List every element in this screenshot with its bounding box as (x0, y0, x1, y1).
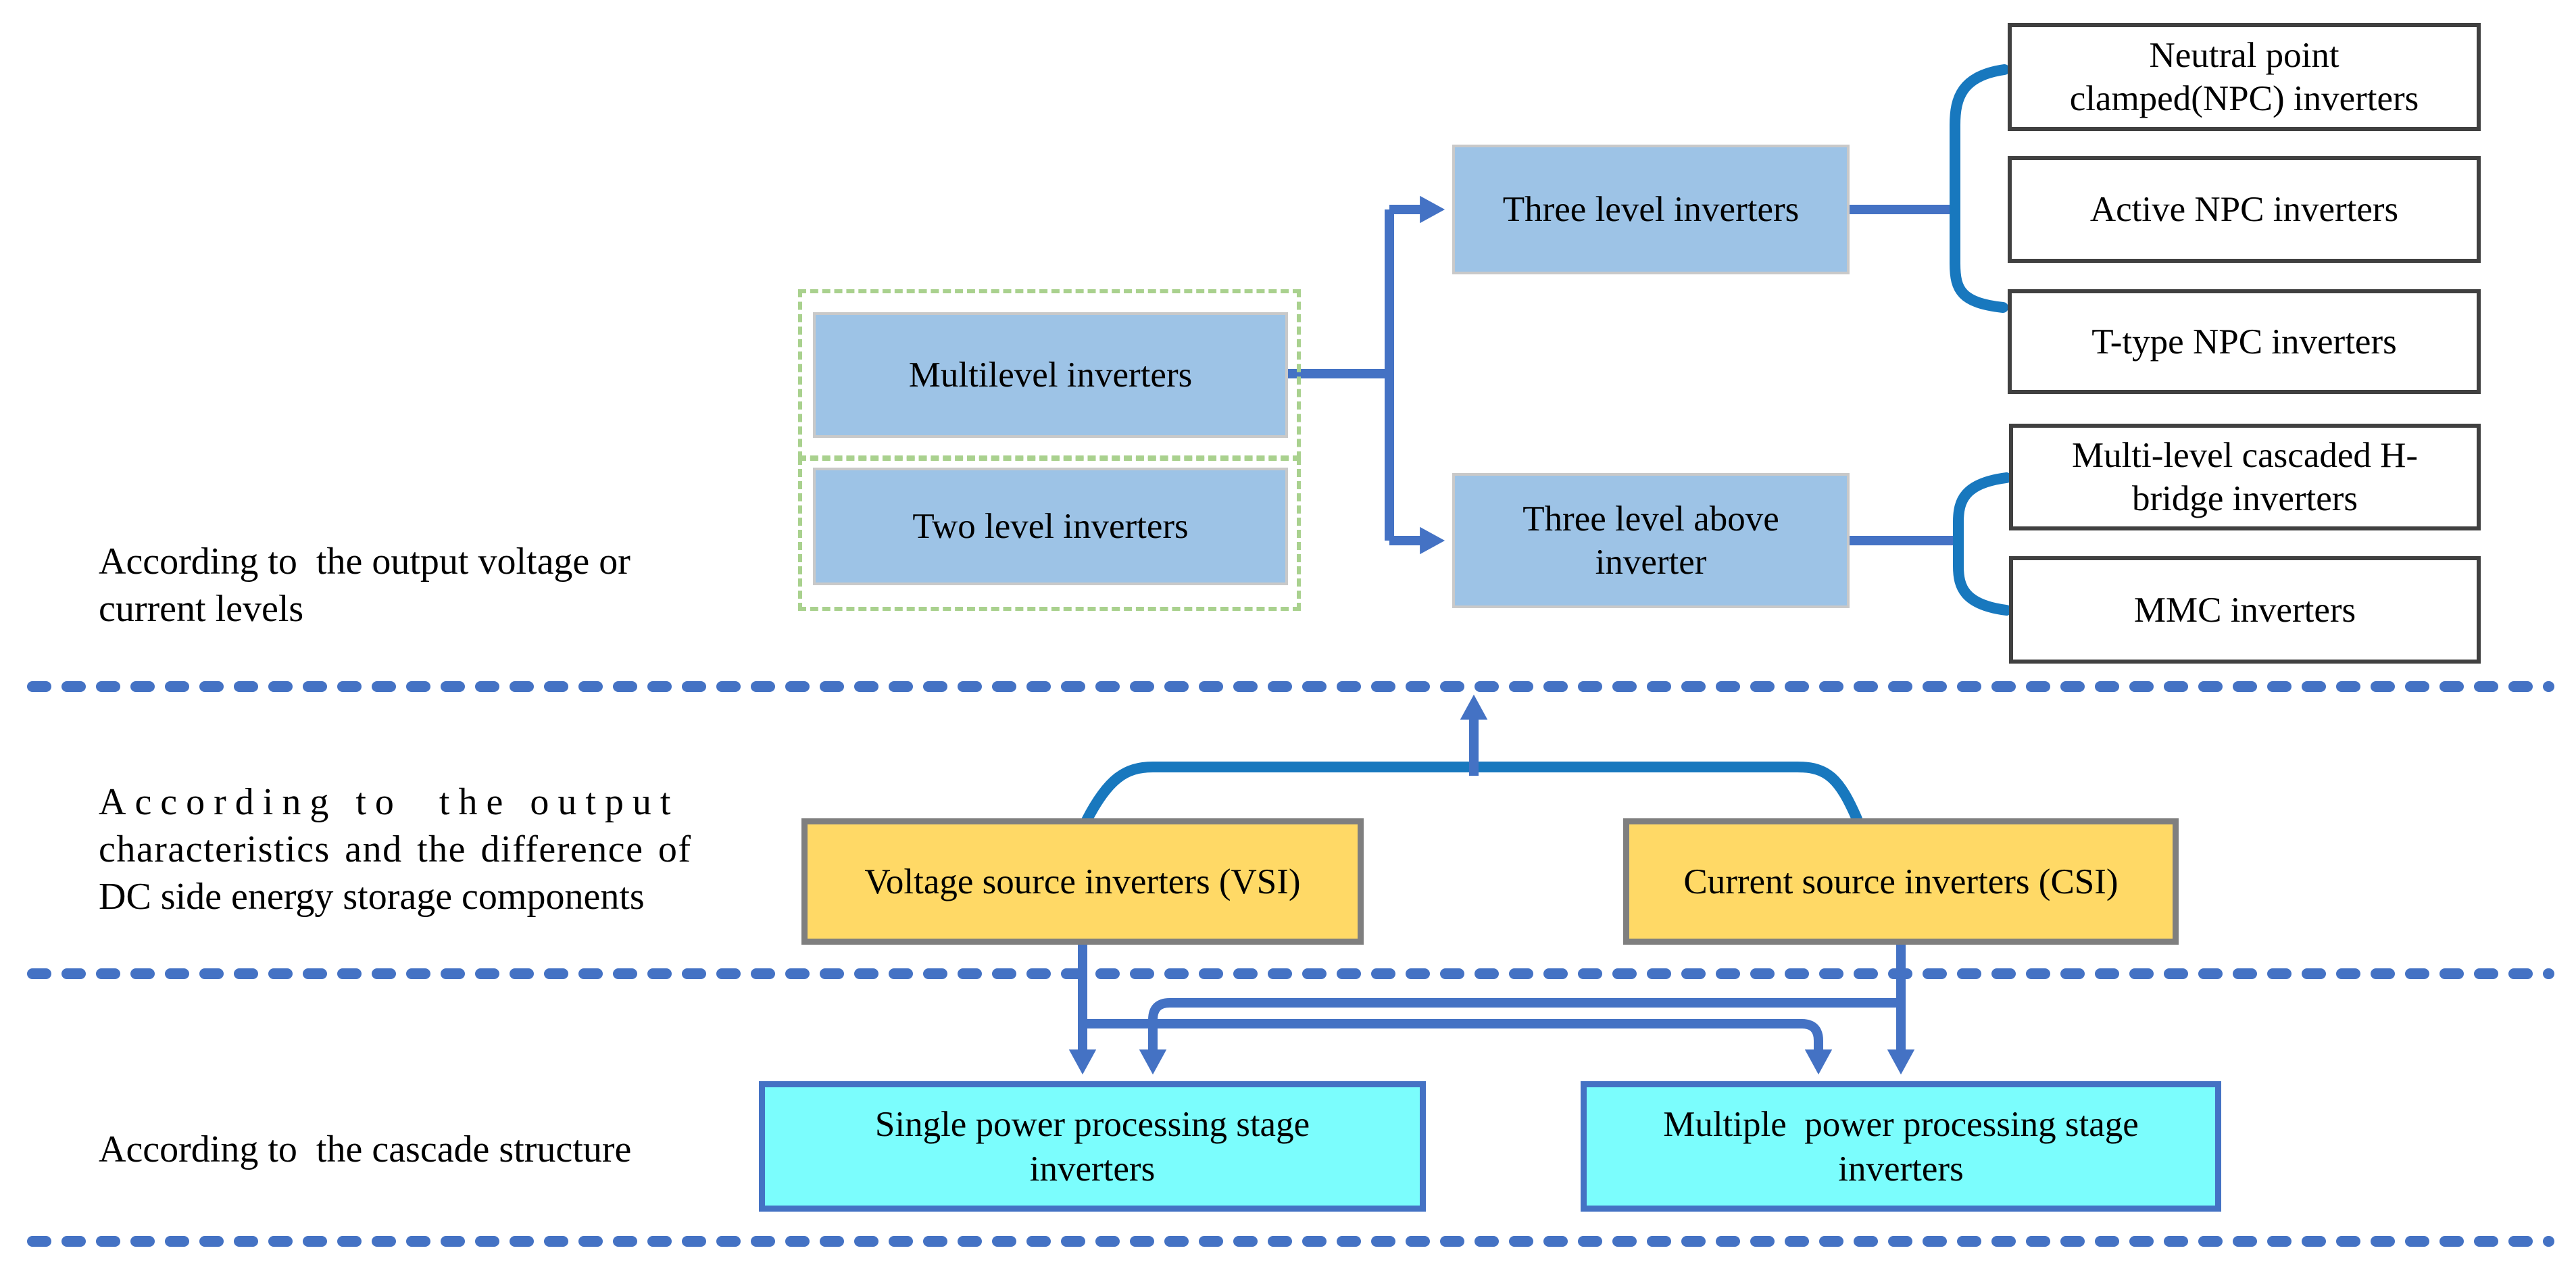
label-line: According to the output voltage or (99, 541, 630, 582)
node-label: Three level inverters (1502, 190, 1800, 229)
node-current-source-inverters: Current source inverters (CSI) (1623, 818, 2179, 945)
node-t-type-npc-inverters: T-type NPC inverters (2008, 289, 2481, 394)
node-label: Current source inverters (CSI) (1683, 862, 2119, 901)
bracket-npc-group (1950, 64, 2010, 313)
node-label: inverter (1595, 543, 1707, 582)
label-line: DC side energy storage components (99, 876, 645, 918)
section-label-cascade-structure: According to the cascade structure (99, 1126, 774, 1173)
bracket-cascaded-group (1953, 472, 2012, 616)
node-label: MMC inverters (2133, 590, 2356, 630)
node-three-level-inverters: Three level inverters (1452, 145, 1850, 274)
node-label: Three level above (1522, 499, 1779, 539)
node-label: T-type NPC inverters (2091, 322, 2397, 362)
node-label: Multiple power processing stage (1663, 1104, 2139, 1144)
node-multiple-stage-inverters: Multiple power processing stage inverter… (1581, 1081, 2221, 1212)
node-label: Single power processing stage (874, 1104, 1310, 1144)
node-mmc-inverters: MMC inverters (2009, 556, 2481, 664)
node-label: inverters (1838, 1149, 1964, 1189)
node-active-npc-inverters: Active NPC inverters (2008, 156, 2481, 263)
node-label: bridge inverters (2131, 479, 2358, 518)
node-label: clamped(NPC) inverters (2069, 79, 2419, 118)
node-voltage-source-inverters: Voltage source inverters (VSI) (801, 818, 1364, 945)
label-line: current levels (99, 588, 304, 630)
node-single-stage-inverters: Single power processing stage inverters (759, 1081, 1426, 1212)
node-label: inverters (1029, 1149, 1156, 1189)
node-cascaded-h-bridge-inverters: Multi-level cascaded H- bridge inverters (2009, 424, 2481, 530)
arrow-vsi-to-multiple (1083, 1019, 1833, 1075)
label-line: characteristics and the difference of (99, 828, 692, 870)
node-two-level-inverters: Two level inverters (813, 468, 1288, 585)
node-label: Multilevel inverters (908, 355, 1193, 395)
label-line: According to the cascade structure (99, 1128, 632, 1170)
green-dashed-group-two-level (798, 457, 1301, 611)
node-label: Active NPC inverters (2089, 190, 2399, 229)
node-label: Neutral point (2149, 36, 2339, 75)
section-label-voltage-levels: According to the output voltage or curre… (99, 538, 761, 632)
label-line: According to the output (99, 781, 680, 823)
node-label: Voltage source inverters (VSI) (864, 862, 1301, 901)
node-label: Multi-level cascaded H- (2071, 436, 2419, 475)
node-npc-inverters: Neutral point clamped(NPC) inverters (2008, 23, 2481, 131)
section-label-output-characteristics: According to the output characteristics … (99, 778, 718, 920)
node-label: Two level inverters (912, 507, 1189, 546)
node-multilevel-inverters: Multilevel inverters (813, 312, 1288, 438)
node-three-level-above-inverter: Three level above inverter (1452, 473, 1850, 608)
